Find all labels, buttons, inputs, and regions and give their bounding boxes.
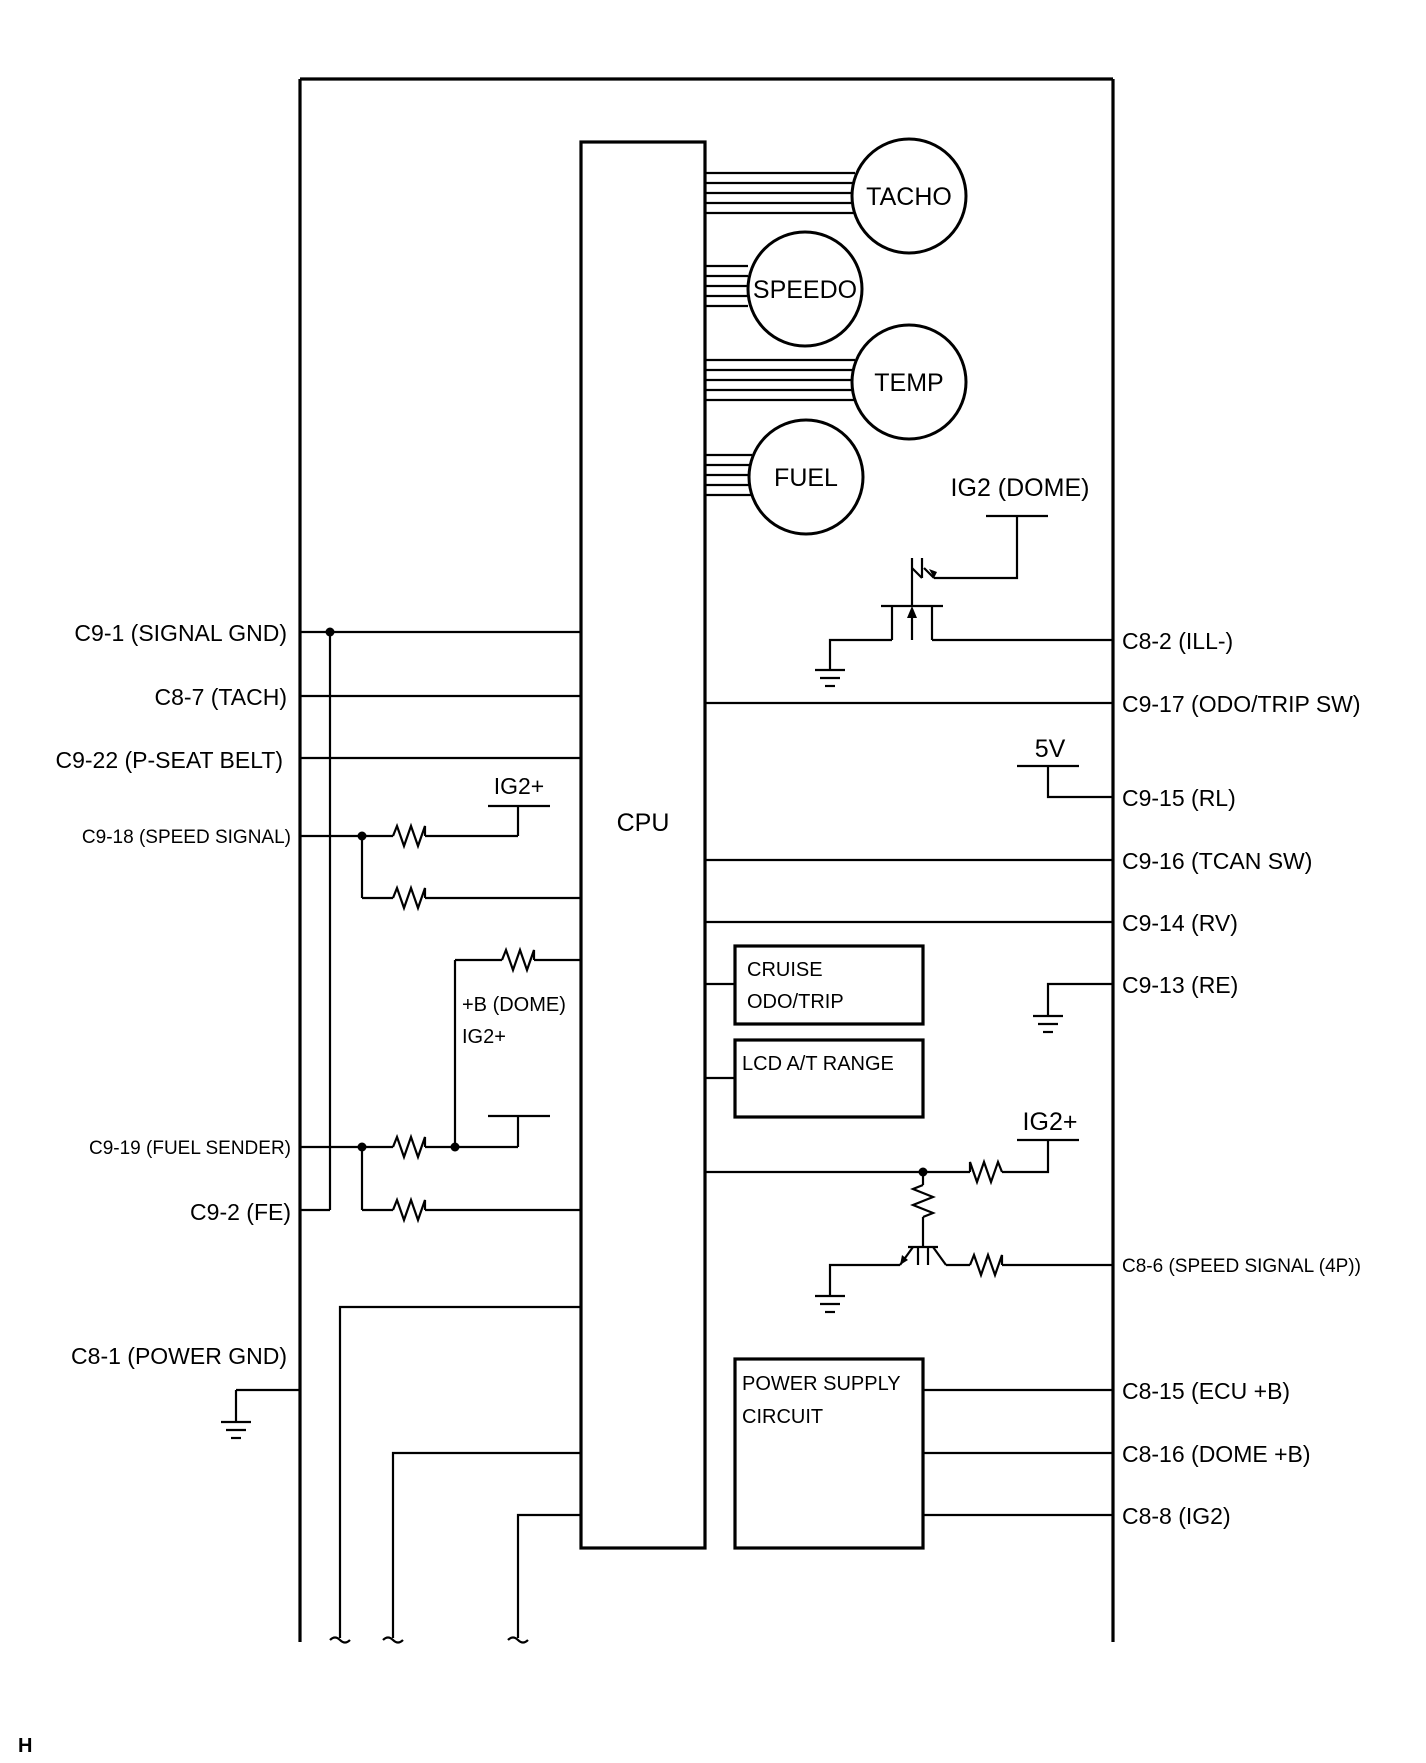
corner-mark: H — [18, 1735, 32, 1757]
terminal-c9-22: C9-22 (P-SEAT BELT) — [55, 747, 283, 773]
gauge-tacho: TACHO — [850, 137, 968, 255]
terminal-c9-17: C9-17 (ODO/TRIP SW) — [1122, 691, 1361, 717]
left-wiring — [221, 627, 581, 1644]
terminal-c9-18: C9-18 (SPEED SIGNAL) — [82, 827, 291, 848]
cpu-label: CPU — [617, 809, 670, 837]
cpu-block: CPU — [579, 140, 707, 1550]
right-wiring — [705, 514, 1113, 1314]
gauge-bus-lines — [705, 171, 855, 497]
gauge-speedo-label: SPEEDO — [753, 276, 857, 304]
terminal-c9-1: C9-1 (SIGNAL GND) — [74, 620, 287, 646]
gauge-tacho-label: TACHO — [866, 183, 952, 211]
right-terminal-labels: C8-2 (ILL-) C9-17 (ODO/TRIP SW) C9-15 (R… — [1122, 628, 1361, 1529]
supply-5v: 5V — [1035, 735, 1066, 763]
module-power-line2: CIRCUIT — [742, 1406, 823, 1428]
terminal-c9-19: C9-19 (FUEL SENDER) — [89, 1138, 291, 1159]
gauge-fuel: FUEL — [747, 418, 865, 536]
terminal-c9-2: C9-2 (FE) — [190, 1199, 291, 1225]
terminal-c8-15: C8-15 (ECU +B) — [1122, 1378, 1290, 1404]
terminal-c9-14: C9-14 (RV) — [1122, 910, 1238, 936]
terminal-c8-2: C8-2 (ILL-) — [1122, 628, 1233, 654]
gauge-fuel-label: FUEL — [774, 464, 838, 492]
supply-ig2-dome: IG2 (DOME) — [951, 474, 1090, 502]
supply-ig2-plus-left: IG2+ — [494, 773, 545, 799]
terminal-c9-16: C9-16 (TCAN SW) — [1122, 848, 1312, 874]
supply-b-dome: +B (DOME) — [462, 994, 566, 1016]
gauge-temp-label: TEMP — [874, 369, 943, 397]
module-cruise-line1: CRUISE — [747, 959, 823, 981]
supply-ig2-plus-mid: IG2+ — [462, 1026, 506, 1048]
module-power-line1: POWER SUPPLY — [742, 1373, 901, 1395]
terminal-c8-8: C8-8 (IG2) — [1122, 1503, 1231, 1529]
module-lcd: LCD A/T RANGE — [705, 1038, 925, 1119]
left-terminal-labels: C9-1 (SIGNAL GND) C8-7 (TACH) C9-22 (P-S… — [55, 620, 291, 1369]
module-cruise: CRUISE ODO/TRIP — [705, 944, 925, 1026]
module-cruise-line2: ODO/TRIP — [747, 991, 844, 1013]
module-lcd-label: LCD A/T RANGE — [742, 1053, 894, 1075]
terminal-c8-6: C8-6 (SPEED SIGNAL (4P)) — [1122, 1256, 1361, 1277]
terminal-c9-15: C9-15 (RL) — [1122, 785, 1236, 811]
terminal-c8-16: C8-16 (DOME +B) — [1122, 1441, 1311, 1467]
terminal-c8-7: C8-7 (TACH) — [155, 684, 287, 710]
supply-ig2-plus-right: IG2+ — [1023, 1108, 1078, 1136]
gauge-temp: TEMP — [850, 323, 968, 441]
gauge-speedo: SPEEDO — [746, 230, 864, 348]
module-power-supply: POWER SUPPLY CIRCUIT — [733, 1357, 1113, 1550]
terminal-c8-1: C8-1 (POWER GND) — [71, 1343, 287, 1369]
terminal-c9-13: C9-13 (RE) — [1122, 972, 1238, 998]
